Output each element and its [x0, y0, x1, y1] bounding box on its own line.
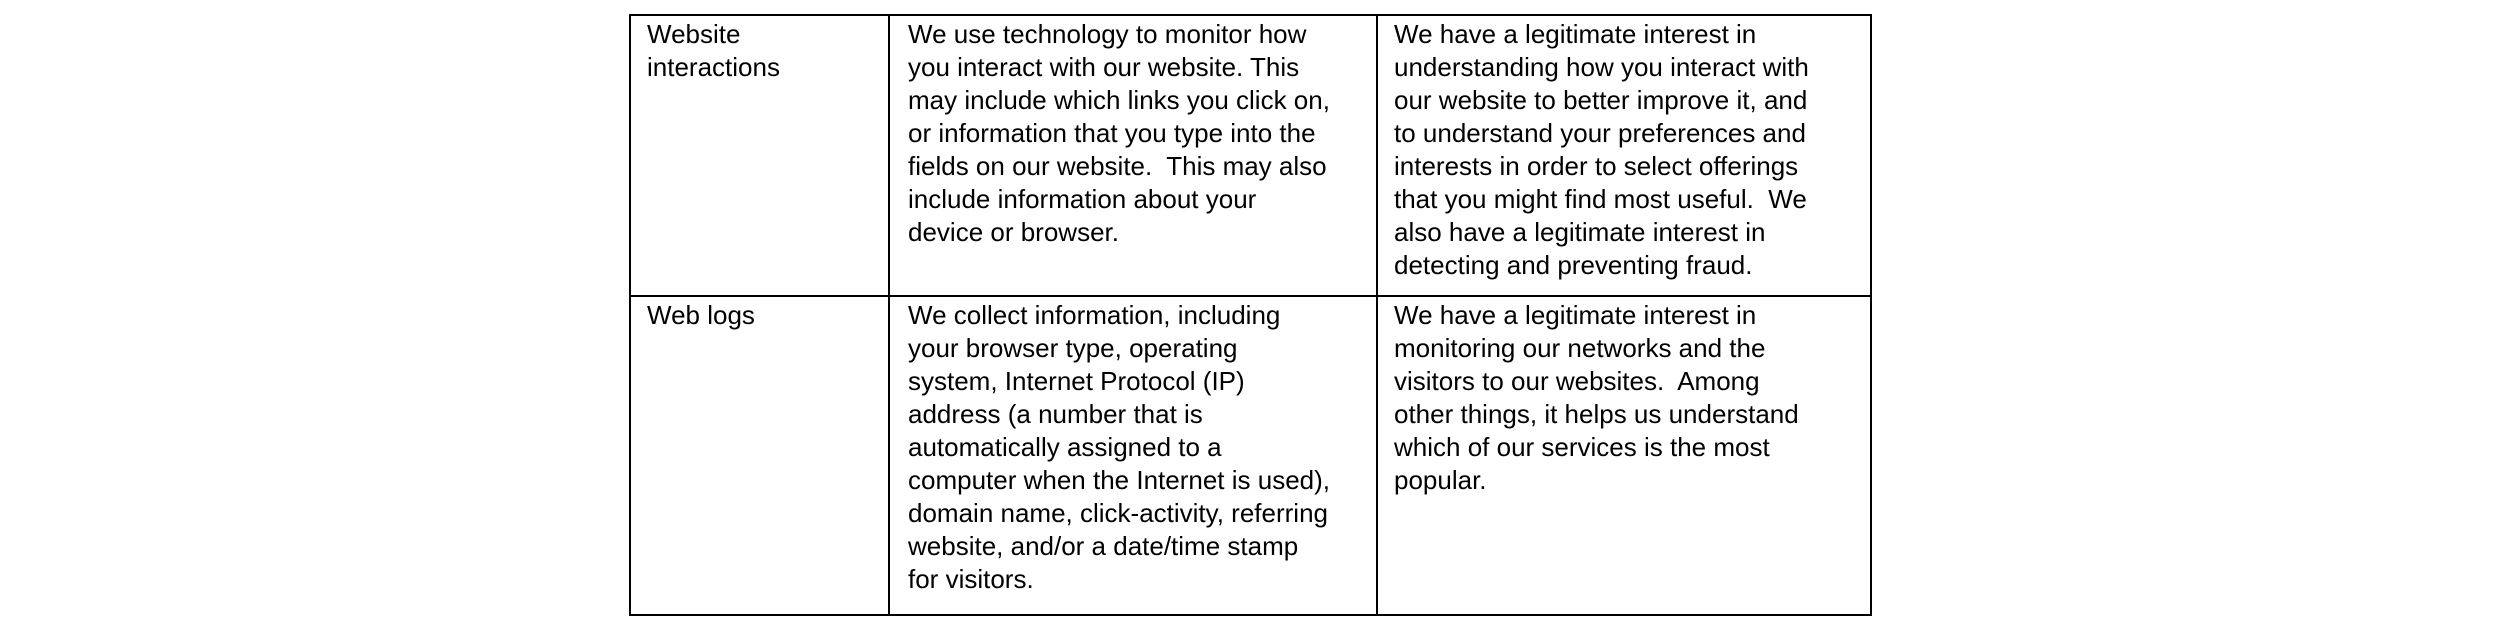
- row2-description-cell: We collect information, including your b…: [888, 295, 1378, 616]
- row2-term-cell: Web logs: [629, 295, 890, 616]
- table-row: Web logs We collect information, includi…: [629, 295, 1872, 616]
- row1-description-cell: We use technology to monitor how you int…: [888, 14, 1378, 297]
- row1-legitimate-interest-cell: We have a legitimate interest in underst…: [1376, 14, 1872, 297]
- row1-term-cell: Website interactions: [629, 14, 890, 297]
- row2-legitimate-interest-cell: We have a legitimate interest in monitor…: [1376, 295, 1872, 616]
- privacy-data-collection-table: Website interactions We use technology t…: [629, 14, 1872, 616]
- table-row: Website interactions We use technology t…: [629, 14, 1872, 297]
